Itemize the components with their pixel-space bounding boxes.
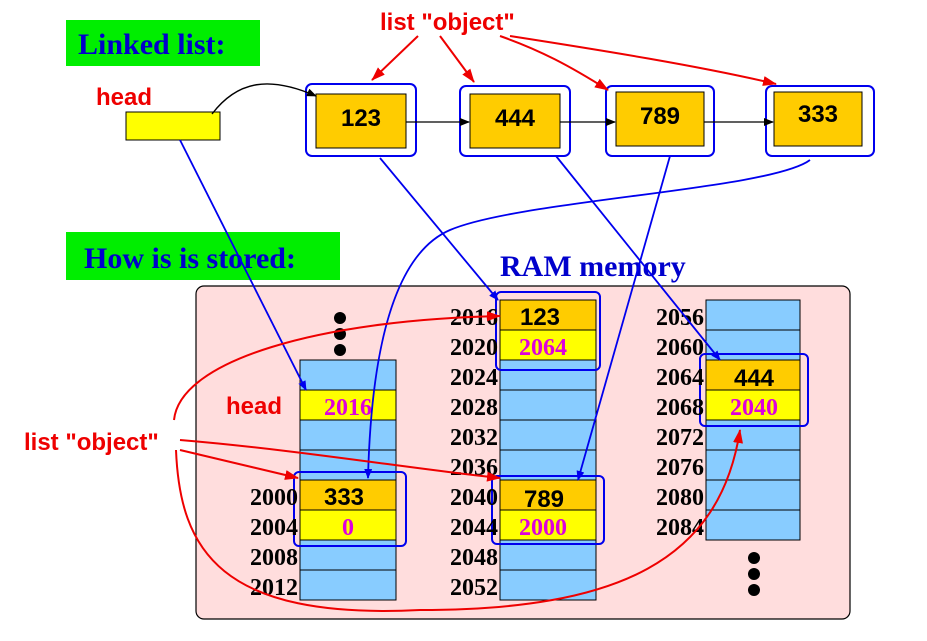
memory-address: 2076: [656, 455, 704, 481]
linked-list-title-box: [66, 20, 260, 66]
stored-node-box: [491, 475, 605, 545]
ellipsis-dots-col3: [748, 552, 760, 596]
stored-node-next: 2040: [730, 395, 778, 421]
memory-address: 2064: [656, 365, 704, 391]
memory-address: 2084: [656, 515, 704, 541]
stored-title: How is is stored:: [84, 242, 296, 275]
list-node-value: 789: [640, 103, 680, 130]
memory-address: 2072: [656, 425, 704, 451]
stored-node-next: 2000: [519, 515, 567, 541]
blue-mapping-arrows: [179, 139, 811, 481]
list-object-label-bottom: list "object": [24, 429, 159, 456]
memory-address: 2060: [656, 335, 704, 361]
memory-address: 2028: [450, 395, 498, 421]
memory-address: 2000: [250, 485, 298, 511]
memory-address: 2052: [450, 575, 498, 601]
stored-node-box: [699, 353, 809, 427]
head-box: [125, 111, 221, 141]
memory-address: 2032: [450, 425, 498, 451]
list-node-4: 333: [765, 85, 875, 157]
list-node-value: 123: [341, 105, 381, 132]
list-node-value: 333: [798, 101, 838, 128]
red-arrows-bottom: [173, 311, 743, 612]
memory-address: 2020: [450, 335, 498, 361]
memory-address: 2048: [450, 545, 498, 571]
head-pointer-arrow: [211, 83, 317, 115]
red-arrows-top: [371, 35, 777, 91]
head-label-top: head: [96, 84, 152, 111]
head-cell-value: 2016: [324, 395, 372, 421]
stored-node-value: 789: [524, 486, 564, 513]
memory-address: 2008: [250, 545, 298, 571]
stored-node-next: 0: [342, 515, 354, 541]
memory-address: 2004: [250, 515, 298, 541]
memory-address: 2080: [656, 485, 704, 511]
memory-column-2: [491, 291, 605, 601]
stored-node-next: 2064: [519, 335, 567, 361]
memory-address: 2044: [450, 515, 498, 541]
memory-address: 2024: [450, 365, 498, 391]
head-label-ram: head: [226, 393, 282, 420]
stored-node-box: [495, 291, 601, 371]
stored-node-box: [293, 471, 407, 547]
memory-address: 2040: [450, 485, 498, 511]
stored-node-value: 123: [520, 304, 560, 331]
list-node-3: 789: [605, 85, 715, 157]
ram-title: RAM memory: [500, 250, 686, 283]
list-object-label-top: list "object": [380, 9, 515, 36]
stored-node-value: 333: [324, 484, 364, 511]
stored-title-box: [66, 232, 340, 280]
linked-list-title: Linked list:: [78, 28, 226, 61]
list-node-2: 444: [459, 85, 571, 157]
memory-column-3: [699, 299, 809, 541]
stored-node-value: 444: [734, 365, 775, 392]
memory-column-1: [293, 359, 407, 601]
list-node-1: 123: [305, 83, 417, 157]
ellipsis-dots-col1: [334, 312, 346, 356]
memory-address: 2068: [656, 395, 704, 421]
head-cell: [299, 389, 397, 421]
list-node-value: 444: [495, 105, 536, 132]
